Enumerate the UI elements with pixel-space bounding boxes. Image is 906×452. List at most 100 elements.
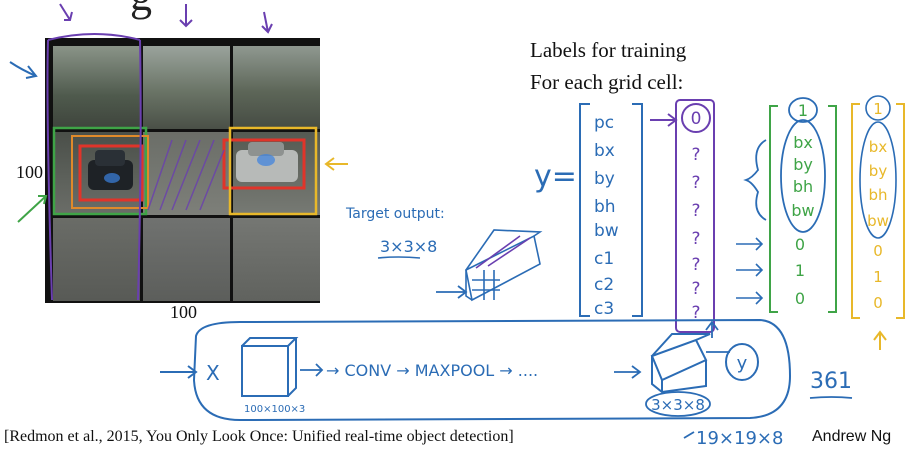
green-pc-circle [788,97,818,123]
yellow-pc-circle [865,95,891,121]
y-component-bw: bw [594,221,619,241]
yellow-value-by: by [869,162,888,180]
middle-value-2: ? [691,173,700,193]
output-y-label: y [737,353,748,374]
green-value-bx: bx [793,133,813,152]
arrow-up-yellow [873,330,887,350]
green-box-circle [780,119,826,233]
arrow-into-pipeline [160,365,198,379]
arrow-top-right [261,11,273,34]
middle-vector-outline [675,99,715,333]
column-outline [46,33,142,301]
pipeline-loop [192,318,792,422]
middle-value-6: ? [691,279,700,299]
y-equals-label: y= [534,159,577,194]
middle-value-1: ? [691,145,700,165]
grid-count-label: 361 [810,369,852,394]
target-dims-label: 3×3×8 [380,237,437,256]
yellow-value-c1: 0 [873,242,883,260]
output-cube [650,333,711,395]
labels-heading-line1: Labels for training [530,38,687,62]
grid-cell-9 [233,218,320,301]
input-cube [241,337,299,397]
y-vector-components: pc bx by bh bw c1 c2 c3 [594,113,619,319]
green-class-arrows [736,237,764,305]
labels-heading-line2: For each grid cell: [530,70,684,94]
green-value-bw: bw [791,201,814,220]
green-brace [743,139,767,221]
author-name: Andrew Ng [812,428,892,445]
vector-left-bracket [579,103,590,317]
grid-cell-8 [143,218,230,301]
grid-cell-3 [233,46,320,129]
grid-cell-1 [53,46,140,129]
car-left [88,150,133,190]
number-underline [809,396,853,399]
arrow-alt-dims [683,431,695,439]
cell-highlight-orange [71,135,149,209]
target-dims-underline [377,256,421,259]
green-value-pc: 1 [798,101,808,120]
bbox-right-red [222,138,306,190]
green-value-c1: 0 [795,235,805,254]
yellow-box-circle [859,121,897,239]
cell-highlight-green [52,126,148,216]
green-value-c3: 0 [795,289,805,308]
green-value-by: by [793,155,813,174]
arrow-left [9,61,38,79]
vector-right-bracket [632,103,643,317]
output-y-circle [725,343,759,381]
middle-vector-pc-circle [681,103,711,133]
arrow-top-left [59,3,73,21]
y-component-bh: bh [594,197,616,217]
y-component-pc: pc [594,113,614,133]
yellow-value-c3: 0 [873,294,883,312]
image-height-label: 100 [16,162,43,182]
yellow-value-bh: bh [868,186,887,204]
yellow-value-bw: bw [867,212,889,230]
y-component-bx: bx [594,141,615,161]
middle-value-4: ? [691,229,700,249]
cell-highlight-yellow [228,126,318,216]
green-vector-values: 1 bx by bh bw 0 1 0 [791,101,814,308]
yellow-vector-left-bracket [851,103,860,319]
output-dims-circle [645,391,711,417]
image-width-label: 100 [170,302,197,322]
arrow-bottom-left [17,195,48,223]
middle-value-3: ? [691,201,700,221]
yellow-vector-right-bracket [896,103,905,319]
middle-value-7: ? [691,303,700,323]
green-value-c2: 1 [795,261,805,280]
arrow-right [324,157,348,171]
alt-dims-label: 19×19×8 [696,428,783,449]
y-component-c3: c3 [594,299,614,319]
input-dims-label: 100×100×3 [244,404,305,415]
grid-cell-7 [53,218,140,301]
yellow-value-c2: 1 [873,268,883,286]
slide-heading-fragment: g [130,0,152,21]
arrow-up-from-output [705,320,719,338]
green-vector-left-bracket [769,105,778,313]
arrow-top-middle [179,4,193,28]
yellow-value-pc: 1 [873,100,883,118]
car-right [236,142,298,182]
center-cell-hatching [147,139,225,211]
citation: [Redmon et al., 2015, You Only Look Once… [4,428,514,445]
target-output-label: Target output: [345,206,445,222]
target-output-cube [465,229,543,302]
yellow-vector-values: 1 bx by bh bw 0 1 0 [867,100,889,312]
grid-cell-2 [143,46,230,129]
arrow-to-output [614,365,642,379]
green-value-bh: bh [793,177,813,196]
output-dims-label: 3×3×8 [651,396,705,414]
yellow-value-bx: bx [869,138,888,156]
arrow-to-conv [300,363,324,377]
y-component-by: by [594,169,615,189]
arrow-to-middle-vector [650,113,678,127]
middle-vector-values: 0 ? ? ? ? ? ? ? [691,109,702,323]
middle-value-5: ? [691,255,700,275]
middle-value-0: 0 [691,109,702,129]
input-x-label: X [206,361,220,385]
pipeline-steps-label: → CONV → MAXPOOL → .... [326,361,538,380]
